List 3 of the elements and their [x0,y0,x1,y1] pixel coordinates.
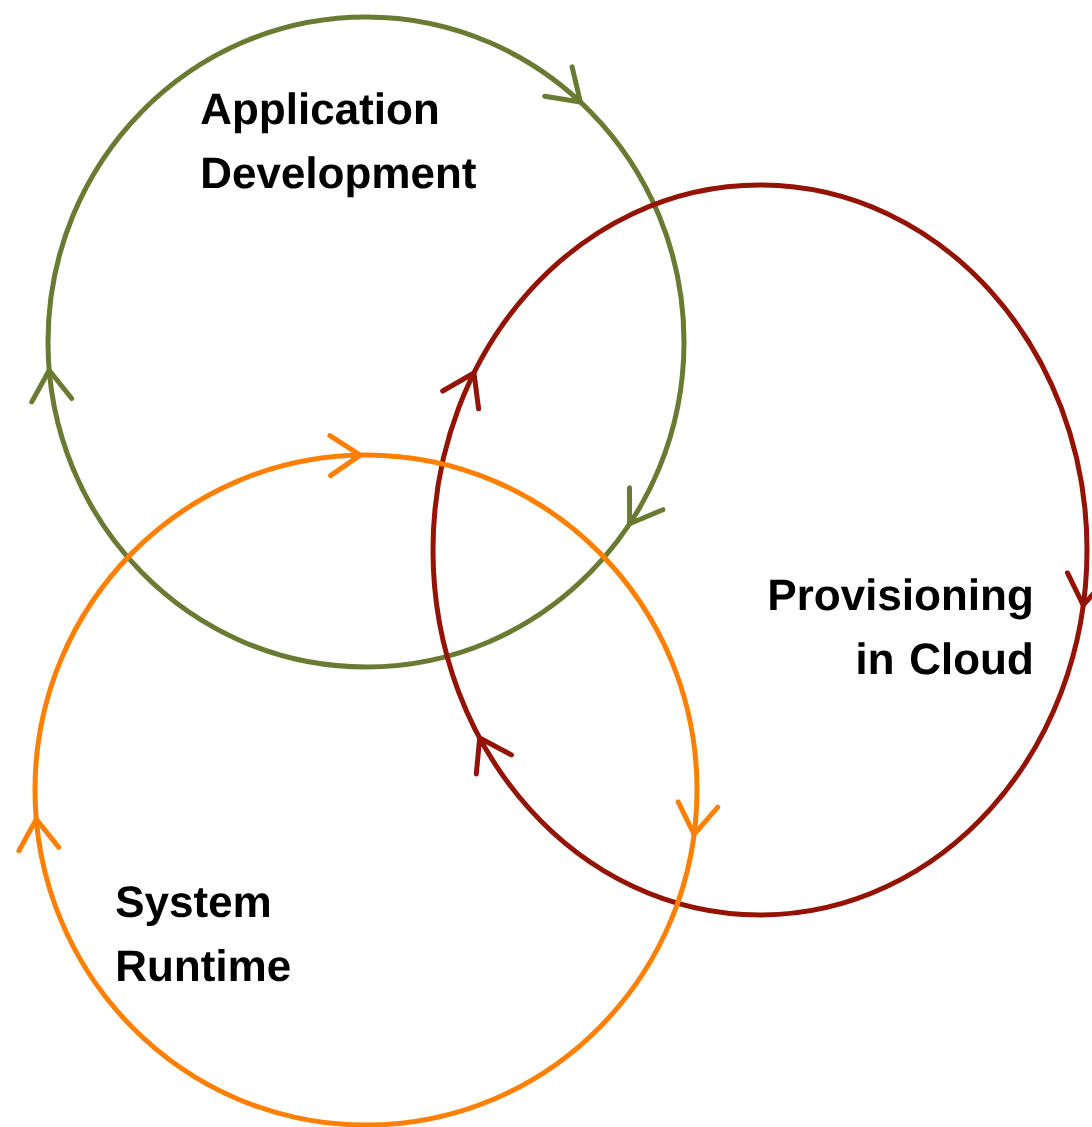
circle-label: Application Development [201,92,476,198]
circle-label: Provisioning in Cloud [770,578,1031,675]
circle-label: System Runtime [116,886,290,982]
